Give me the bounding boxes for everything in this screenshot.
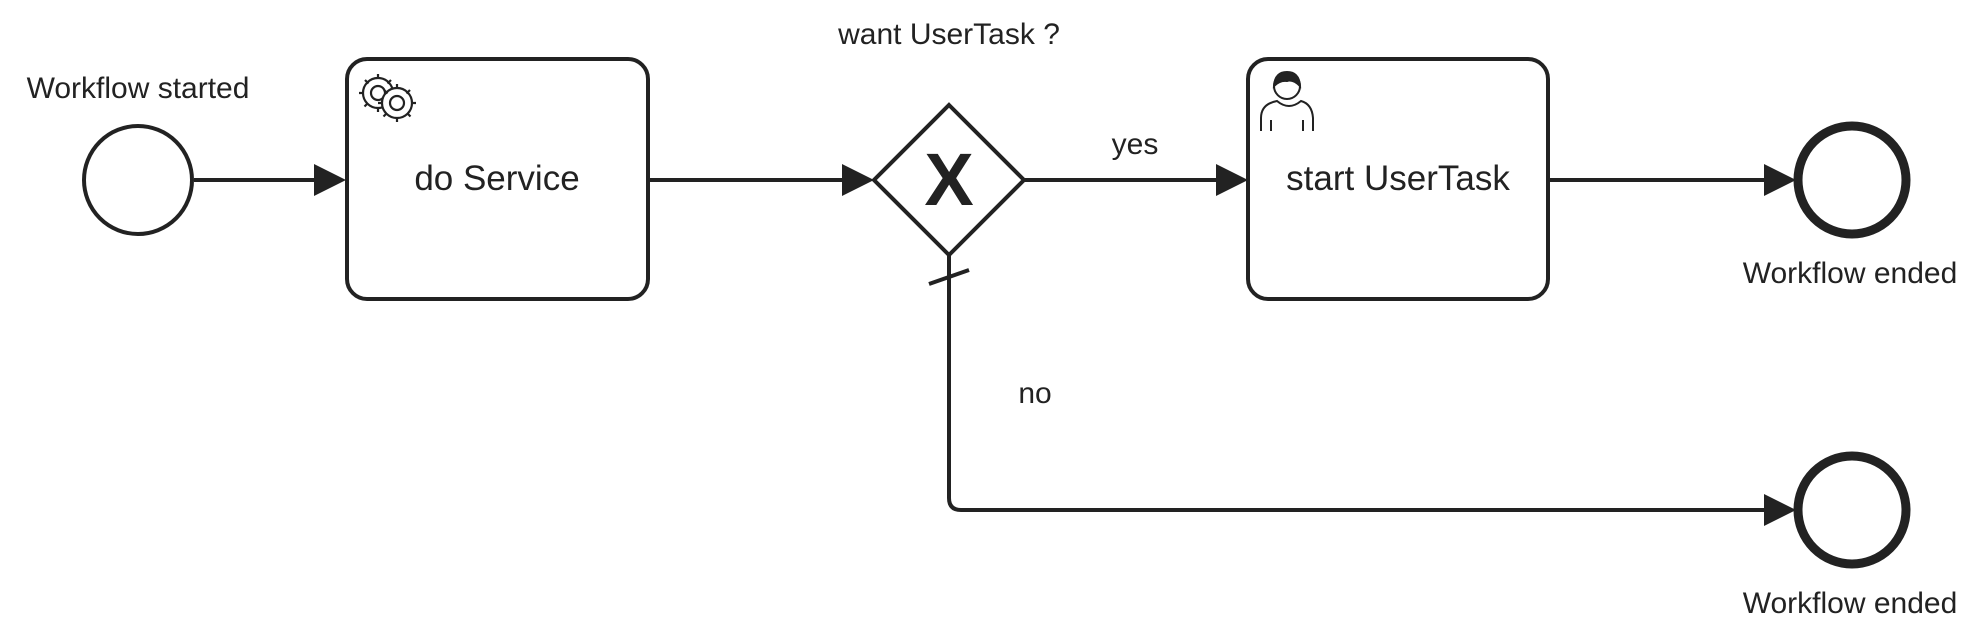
default-flow-marker [928, 268, 970, 286]
end-event-top-label: Workflow ended [1743, 257, 1958, 290]
flow-no-label: no [1018, 377, 1051, 410]
service-task[interactable]: do Service [345, 57, 650, 301]
end-event-top[interactable] [1793, 121, 1911, 239]
exclusive-gateway[interactable]: X [871, 102, 1027, 258]
flow-no[interactable] [928, 254, 1796, 526]
gateway-label: want UserTask ? [837, 18, 1060, 51]
flow-yes[interactable] [1024, 164, 1248, 196]
end-event-bottom[interactable] [1793, 451, 1911, 569]
flow-yes-label: yes [1112, 128, 1159, 161]
user-task[interactable]: start UserTask [1246, 57, 1550, 301]
service-task-label: do Service [414, 159, 579, 198]
user-icon [1260, 70, 1314, 131]
flow-service-to-gateway[interactable] [650, 164, 874, 196]
start-event[interactable] [82, 124, 194, 236]
flow-start-to-service[interactable] [194, 164, 346, 196]
gear-icon [359, 74, 416, 122]
end-event-bottom-label: Workflow ended [1743, 587, 1958, 620]
flow-usertask-to-end[interactable] [1548, 164, 1796, 196]
gateway-marker: X [924, 138, 973, 221]
start-event-label: Workflow started [27, 72, 250, 105]
user-task-label: start UserTask [1286, 159, 1510, 198]
